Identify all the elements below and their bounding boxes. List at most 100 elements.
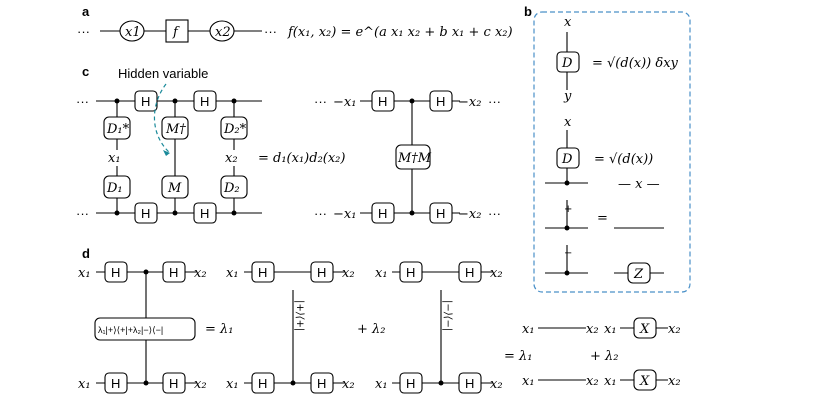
d-x2: x₂ <box>342 377 355 392</box>
b-minus: − <box>564 248 572 259</box>
c-left-x1-b: −x₁ <box>333 207 356 222</box>
d3-H-label: H <box>465 376 474 391</box>
c-D2-star-gate <box>220 116 248 140</box>
c-H-gate <box>193 202 217 224</box>
c-r-H-gate <box>429 202 453 224</box>
c-dots-r1: ··· <box>488 94 501 109</box>
c-dot <box>231 210 237 216</box>
node-x2 <box>209 20 235 42</box>
c-x1-label: x₁ <box>108 151 121 166</box>
c-Mdag-gate <box>161 116 189 140</box>
c-MdagM-label: M†M <box>397 151 432 166</box>
c-D1-gate <box>103 175 131 199</box>
c-H-label: H <box>200 94 209 109</box>
d1-H-label: H <box>111 265 120 280</box>
d-x2: x₂ <box>490 377 503 392</box>
formula-a: f(x₁, x₂) = e^(a x₁ x₂ + b x₁ + c x₂) <box>287 25 513 40</box>
d-X-label: X <box>639 374 650 389</box>
b-dot4 <box>564 270 570 276</box>
c-right-network: ··· ··· −x₁ −x₁ H H H H M†M −x₂ −x₂ ··· … <box>314 90 501 224</box>
d2-H-label: H <box>317 376 326 391</box>
d-X-gate <box>633 317 657 339</box>
d-x1: x₁ <box>522 322 535 337</box>
d-x2: x₂ <box>668 374 681 389</box>
d2-H-label: H <box>258 265 267 280</box>
c-r-H-gate <box>371 202 395 224</box>
c-dots-tl: ··· <box>76 94 89 109</box>
b-D-label-2: D <box>561 152 573 167</box>
d2-H-gate <box>310 261 334 283</box>
d-x2: x₂ <box>668 322 681 337</box>
panel-label-b: b <box>524 4 532 19</box>
c-H-gate <box>134 90 158 112</box>
c-equals: = d₁(x₁)d₂(x₂) <box>258 151 345 166</box>
c-dots-r2: ··· <box>488 206 501 221</box>
d1-H-gate <box>162 261 186 283</box>
d3-H-label: H <box>465 265 474 280</box>
b-x-label-2: x <box>564 115 572 130</box>
d3-H-label: H <box>406 265 415 280</box>
c-dots-tr: ··· <box>314 94 327 109</box>
c-D1-label: D₁ <box>106 181 123 196</box>
c-left-x1: −x₁ <box>333 95 356 110</box>
c-dots-bl: ··· <box>76 206 89 221</box>
b-eq2-rhs: — x — <box>618 177 660 192</box>
panel-label-a: a <box>82 4 90 19</box>
d-x1: x₁ <box>375 266 388 281</box>
c-right-x2-b: −x₂ <box>458 207 481 222</box>
d2-H-gate <box>310 372 334 394</box>
d-X-gate <box>633 369 657 391</box>
d-block-1: x₁ x₁ H H H H x₂ x₂ λ₁|+⟩⟨+|+λ₂|−⟩⟨−| <box>78 261 207 394</box>
c-dots-br: ··· <box>314 206 327 221</box>
d-x2: x₂ <box>194 377 207 392</box>
d3-H-gate <box>458 372 482 394</box>
c-x1-mask <box>106 150 128 166</box>
c-r-H-label: H <box>378 94 387 109</box>
d3-dot <box>438 380 444 386</box>
b-dot3 <box>564 225 570 231</box>
c-H-label: H <box>141 206 150 221</box>
d-x1: x₁ <box>375 377 388 392</box>
d-block-2: x₁ x₁ H H H H x₂ x₂ |+⟩⟨+| <box>226 261 355 394</box>
c-r-dot <box>409 210 415 216</box>
d-x2: x₂ <box>194 266 207 281</box>
d-x1: x₁ <box>604 374 617 389</box>
c-M-label: M <box>167 181 182 196</box>
b-row3: + = <box>545 200 664 231</box>
d-eq-lambda1-b: = λ₁ <box>504 349 532 364</box>
c-r-H-label: H <box>378 206 387 221</box>
c-D2-label: D₂ <box>223 181 240 196</box>
c-D2-gate <box>220 175 248 199</box>
c-H-gate <box>134 202 158 224</box>
c-x2-label: x₂ <box>225 151 238 166</box>
b-eq2: = √(d(x)) <box>594 152 653 167</box>
node-x1 <box>119 20 145 42</box>
d1-H-gate <box>162 372 186 394</box>
d-x1: x₁ <box>226 377 239 392</box>
d-proj-gate <box>94 317 196 341</box>
node-x2-label: x2 <box>215 25 231 40</box>
panel-b-frame <box>533 11 691 293</box>
b-x-label: x <box>564 15 572 30</box>
d-eq-lambda1: = λ₁ <box>205 322 233 337</box>
b-dot2 <box>564 180 570 186</box>
dots-right: ··· <box>264 24 277 39</box>
d-block-3: x₁ x₁ H H H H x₂ x₂ |−⟩⟨−| <box>375 261 503 394</box>
c-r-H-label: H <box>436 206 445 221</box>
c-dot <box>231 98 237 104</box>
d3-H-gate <box>399 372 423 394</box>
c-dot <box>114 210 120 216</box>
hidden-arrow-head <box>163 150 170 156</box>
c-r-H-label: H <box>436 94 445 109</box>
d2-plus-ket: |+⟩⟨+| <box>294 300 305 331</box>
c-D1-star-label: D₁* <box>106 122 130 137</box>
factor-graph-a: ··· x1 f x2 ··· <box>77 19 277 43</box>
b-D-gate-2 <box>556 147 580 169</box>
d-X-label: X <box>639 322 650 337</box>
d3-minus-ket: |−⟩⟨−| <box>442 300 453 331</box>
d1-H-gate <box>104 372 128 394</box>
b-D-gate <box>556 51 580 73</box>
b-row2: x D = √(d(x)) — x — <box>545 115 660 192</box>
c-dot <box>114 98 120 104</box>
dots-left: ··· <box>77 24 90 39</box>
